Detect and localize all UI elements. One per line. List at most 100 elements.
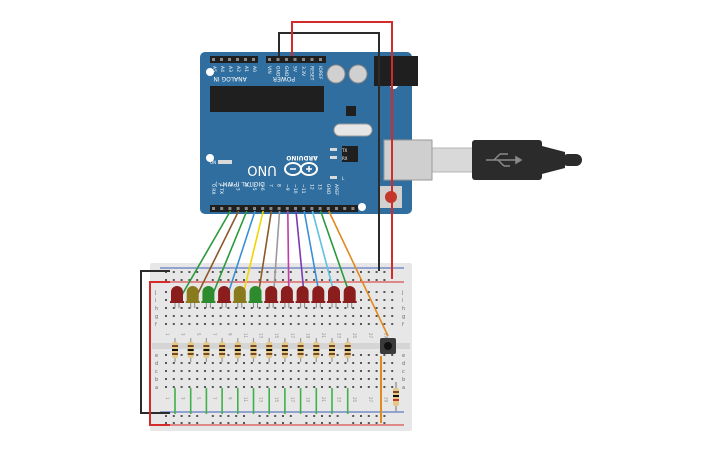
pulldown-resistor[interactable] (393, 382, 399, 412)
digital-pin-label-11: ~11 (300, 184, 306, 194)
column-number-7-bottom: 7 (212, 397, 217, 400)
rail-power-jumper[interactable] (149, 281, 170, 426)
led-0[interactable] (170, 286, 184, 308)
signal-wire-1[interactable] (193, 210, 240, 301)
row-letter-b-right: b (402, 377, 405, 383)
signal-wire-10[interactable] (311, 210, 337, 301)
resistor-4[interactable] (234, 338, 241, 362)
column-number-13-bottom: 13 (259, 397, 264, 403)
power-header-label: POWER (273, 75, 295, 82)
analog-pin-label-3: A2 (235, 66, 241, 72)
resistor-1[interactable] (187, 338, 194, 362)
led-row[interactable] (170, 286, 357, 308)
column-number-9-top: 9 (227, 333, 232, 336)
column-number-17-top: 17 (290, 333, 295, 339)
row-letter-c-left: c (155, 369, 158, 375)
signal-wire-8[interactable] (295, 210, 306, 301)
digital-pin-label-8: 8 (276, 184, 282, 187)
row-letter-i-right: i (402, 298, 403, 304)
power-wires[interactable] (140, 21, 393, 426)
row-letter-h-left: h (155, 306, 158, 312)
digital-pin-label-3: ~3 (235, 184, 241, 191)
led-10[interactable] (327, 286, 341, 308)
digital-pin-label-4: 4 (243, 184, 249, 187)
led-9[interactable] (311, 286, 326, 308)
row-letter-e-left: e (155, 353, 158, 359)
resistor-7[interactable] (281, 338, 288, 362)
gnd-wire[interactable] (278, 32, 380, 271)
tx-led-label: TX (341, 148, 347, 153)
resistor-5[interactable] (250, 338, 257, 362)
analog-pin-label-4: A1 (243, 66, 249, 72)
column-number-11-bottom: 11 (243, 397, 248, 403)
resistor-10[interactable] (329, 338, 335, 362)
resistor-11[interactable] (344, 338, 351, 362)
column-number-21-bottom: 21 (321, 397, 326, 403)
column-number-7-top: 7 (212, 333, 217, 336)
column-number-21-top: 21 (321, 333, 326, 339)
led-4[interactable] (232, 286, 247, 308)
analog-pin-label-1: A4 (219, 66, 225, 72)
column-number-5-top: 5 (196, 333, 201, 336)
signal-wire-7[interactable] (287, 210, 290, 301)
arduino-logo-text: ARDUINO (286, 154, 317, 161)
row-letter-g-left: g (155, 314, 158, 320)
power-pin-label-6: IOREF (317, 66, 323, 80)
ground-jumpers[interactable] (174, 388, 349, 414)
row-letter-a-left: a (155, 385, 158, 391)
signal-wires[interactable] (178, 210, 389, 337)
column-number-15-bottom: 15 (274, 397, 279, 403)
5v-wire[interactable] (291, 21, 393, 279)
resistor-row[interactable] (172, 338, 351, 362)
digital-pin-label-10: ~10 (292, 184, 298, 194)
column-number-1-top: 1 (165, 333, 170, 336)
column-number-5-bottom: 5 (196, 397, 201, 400)
rail-ground-jumper[interactable] (140, 270, 170, 414)
led-7[interactable] (279, 286, 294, 308)
column-number-17-bottom: 17 (290, 397, 295, 403)
resistor-8[interactable] (297, 338, 304, 362)
signal-wire-0[interactable] (178, 210, 232, 301)
digital-pin-label-1: 1 TX (218, 184, 224, 194)
row-letter-g-right: g (402, 314, 405, 320)
signal-wire-5[interactable] (256, 210, 273, 301)
digital-pin-label-6: ~6 (259, 184, 265, 191)
signal-wire-4[interactable] (241, 210, 264, 301)
row-letter-j-right: j (401, 290, 403, 296)
led-8[interactable] (295, 286, 310, 308)
power-pin-label-4: 3.3V (300, 66, 306, 77)
resistor-0[interactable] (172, 338, 178, 362)
column-number-19-top: 19 (305, 333, 310, 339)
led-3[interactable] (217, 286, 232, 308)
resistor-9[interactable] (313, 338, 320, 362)
l-led-label: L (342, 176, 345, 181)
power-pin-label-1: GND (275, 66, 281, 77)
row-letter-c-right: c (402, 369, 405, 375)
power-pin-label-3: 5V (292, 66, 298, 73)
analog-pin-label-0: A5 (211, 66, 217, 72)
signal-wire-6[interactable] (272, 210, 281, 301)
resistor-2[interactable] (203, 338, 210, 362)
signal-wire-12[interactable] (328, 210, 389, 337)
led-6[interactable] (264, 286, 279, 308)
row-letter-i-left: i (155, 298, 156, 304)
led-5[interactable] (248, 286, 263, 308)
column-number-1-bottom: 1 (165, 397, 170, 400)
signal-wire-11[interactable] (319, 210, 353, 301)
signal-wire-9[interactable] (303, 210, 322, 301)
led-11[interactable] (342, 286, 357, 308)
column-number-9-bottom: 9 (227, 397, 232, 400)
led-2[interactable] (201, 286, 216, 308)
resistor-3[interactable] (219, 338, 226, 362)
led-1[interactable] (185, 286, 200, 308)
signal-wire-2[interactable] (209, 210, 248, 301)
push-button[interactable] (380, 338, 396, 354)
resistor-6[interactable] (266, 338, 273, 362)
signal-wire-3[interactable] (225, 210, 256, 301)
column-number-13-top: 13 (259, 333, 264, 339)
analog-header-label: ANALOG IN (213, 75, 246, 82)
digital-pin-label-12: 12 (308, 184, 314, 190)
